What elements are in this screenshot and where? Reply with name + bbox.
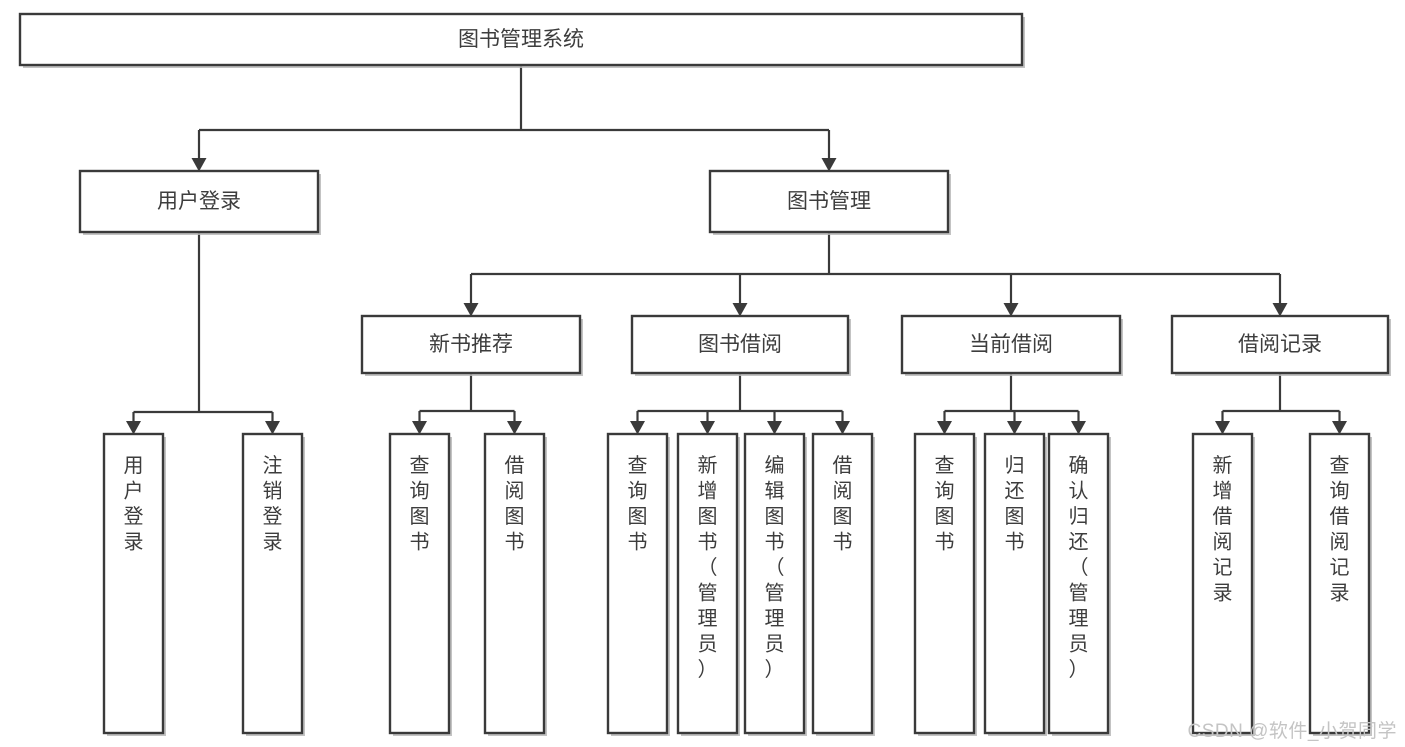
node-box bbox=[1191, 432, 1254, 735]
node-label: 查询借阅记录 bbox=[1330, 454, 1350, 605]
node-box bbox=[606, 432, 669, 735]
node-label: 用户登录 bbox=[124, 455, 144, 554]
connector-group-new-book-rec bbox=[412, 373, 522, 435]
node-box bbox=[676, 432, 739, 735]
node-box bbox=[900, 314, 1122, 375]
node-label: 新书推荐 bbox=[429, 333, 513, 356]
node-leaf-return-book[interactable]: 归还图书 bbox=[983, 432, 1047, 736]
node-box bbox=[1170, 314, 1390, 375]
node-box bbox=[241, 432, 304, 735]
node-label: 查询图书 bbox=[410, 454, 430, 554]
node-label: 新增图书（管理员） bbox=[698, 454, 718, 681]
node-box bbox=[102, 432, 165, 735]
connector-group-current-borrow bbox=[937, 373, 1086, 435]
node-box bbox=[1308, 432, 1371, 735]
node-label: 编辑图书（管理员） bbox=[765, 454, 785, 681]
node-book-borrow[interactable]: 图书借阅 bbox=[630, 314, 851, 376]
node-leaf-borrow-book-rec[interactable]: 借阅图书 bbox=[483, 432, 547, 736]
node-new-book-rec[interactable]: 新书推荐 bbox=[360, 314, 583, 376]
node-label: 图书管理 bbox=[787, 190, 871, 213]
node-label: 注销登录 bbox=[263, 454, 283, 554]
connector-group-user-login bbox=[126, 232, 280, 435]
node-label: 图书借阅 bbox=[698, 333, 782, 356]
node-box bbox=[630, 314, 850, 375]
node-leaf-query-record[interactable]: 查询借阅记录 bbox=[1308, 432, 1372, 736]
node-label: 用户登录 bbox=[157, 190, 241, 213]
node-leaf-user-logout[interactable]: 注销登录 bbox=[241, 432, 305, 736]
node-box bbox=[483, 432, 546, 735]
node-leaf-add-book[interactable]: 新增图书（管理员） bbox=[676, 432, 740, 736]
node-label: 图书管理系统 bbox=[458, 28, 584, 51]
node-box bbox=[913, 432, 976, 735]
node-box bbox=[811, 432, 874, 735]
node-borrow-record[interactable]: 借阅记录 bbox=[1170, 314, 1391, 376]
node-label: 新增借阅记录 bbox=[1213, 454, 1233, 605]
connector-group-book-borrow bbox=[630, 373, 850, 435]
connector-group-book-manage bbox=[463, 232, 1288, 317]
node-box bbox=[78, 169, 320, 234]
node-box bbox=[983, 432, 1046, 735]
node-root[interactable]: 图书管理系统 bbox=[18, 12, 1025, 68]
node-current-borrow[interactable]: 当前借阅 bbox=[900, 314, 1123, 376]
node-label: 借阅图书 bbox=[833, 454, 853, 554]
node-leaf-query-book-borrow[interactable]: 查询图书 bbox=[606, 432, 670, 736]
node-box bbox=[360, 314, 582, 375]
node-leaf-query-book-rec[interactable]: 查询图书 bbox=[388, 432, 452, 736]
node-box bbox=[708, 169, 950, 234]
node-layer: 图书管理系统用户登录图书管理新书推荐图书借阅当前借阅借阅记录用户登录注销登录查询… bbox=[18, 12, 1391, 736]
connector-group-root bbox=[191, 65, 837, 172]
node-book-manage[interactable]: 图书管理 bbox=[708, 169, 951, 235]
node-user-login[interactable]: 用户登录 bbox=[78, 169, 321, 235]
node-label: 确认归还（管理员） bbox=[1069, 454, 1089, 681]
node-label: 当前借阅 bbox=[969, 333, 1053, 356]
node-box bbox=[743, 432, 806, 735]
node-label: 借阅记录 bbox=[1238, 333, 1322, 356]
connector-layer bbox=[126, 65, 1347, 435]
node-leaf-user-login[interactable]: 用户登录 bbox=[102, 432, 166, 736]
node-label: 查询图书 bbox=[628, 454, 648, 554]
node-box bbox=[388, 432, 451, 735]
node-leaf-confirm-return[interactable]: 确认归还（管理员） bbox=[1047, 432, 1111, 736]
node-box bbox=[18, 12, 1024, 67]
node-leaf-borrow-book[interactable]: 借阅图书 bbox=[811, 432, 875, 736]
node-label: 归还图书 bbox=[1005, 454, 1025, 554]
node-leaf-query-book-current[interactable]: 查询图书 bbox=[913, 432, 977, 736]
node-box bbox=[1047, 432, 1110, 735]
node-label: 借阅图书 bbox=[505, 454, 525, 554]
node-leaf-edit-book[interactable]: 编辑图书（管理员） bbox=[743, 432, 807, 736]
connector-group-borrow-record bbox=[1215, 373, 1347, 435]
node-label: 查询图书 bbox=[935, 454, 955, 554]
node-leaf-add-record[interactable]: 新增借阅记录 bbox=[1191, 432, 1255, 736]
